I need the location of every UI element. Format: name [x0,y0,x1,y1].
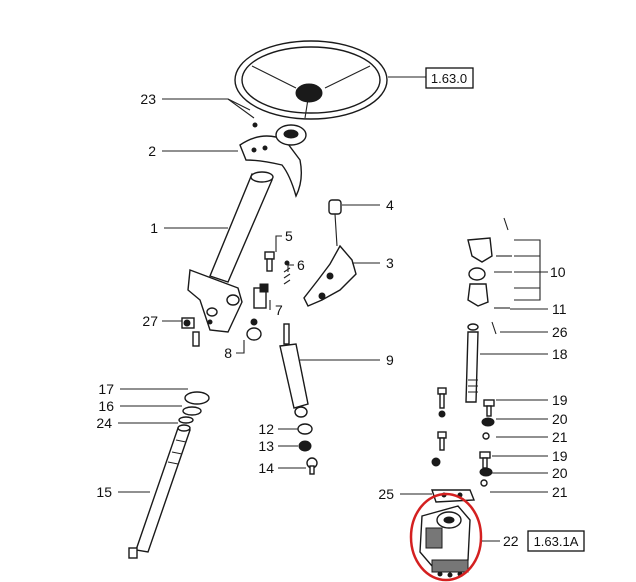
lever-knob-4 [328,199,342,247]
callout-5: 5 [285,228,293,244]
callout-20a: 20 [552,411,568,427]
highlight-circle [409,492,483,582]
leader-lines [118,98,548,495]
callout-4: 4 [386,197,394,213]
callout-19a: 19 [552,392,568,408]
seal-rings [178,391,210,424]
washer-8 [246,318,262,341]
callout-10: 10 [550,264,566,280]
callout-27: 27 [142,313,158,329]
steering-wheel [234,40,388,120]
callout-1: 1 [150,220,158,236]
steering-unit-22 [419,505,471,578]
callout-20b: 20 [552,465,568,481]
callout-23: 23 [140,91,156,107]
spring-6 [283,260,291,285]
callout-17: 17 [98,381,114,397]
ref-label-1-63-0: 1.63.0 [431,71,467,86]
steering-column-tube [187,171,274,333]
ref-box-steering-unit: 1.63.1A [482,530,585,552]
callout-11: 11 [552,301,567,317]
callout-21a: 21 [552,429,568,445]
gas-strut-9 [279,323,309,418]
callout-3: 3 [386,255,394,271]
callout-24: 24 [96,415,112,431]
callout-22: 22 [503,533,519,549]
callout-2: 2 [148,143,156,159]
bolt-27 [181,317,195,329]
lever-bracket-3 [303,244,357,307]
callout-21b: 21 [552,484,568,500]
callout-15: 15 [96,484,112,500]
ref-label-1-63-1a: 1.63.1A [534,534,579,549]
bolt-stack-right [479,399,495,487]
shaft-15 [128,424,191,559]
callout-labels: 23 2 1 27 8 17 16 24 15 5 6 7 4 3 9 12 1… [96,91,567,549]
bolt-5 [264,251,275,272]
bracket-7 [253,283,269,309]
callout-7: 7 [275,302,283,318]
callout-9: 9 [386,352,394,368]
callout-19b: 19 [552,448,568,464]
bolt-27b [192,331,200,347]
bolt-stack-left [431,387,447,467]
callout-13: 13 [258,438,274,454]
callout-16: 16 [98,398,114,414]
callout-8: 8 [224,345,232,361]
upper-shroud [239,122,307,198]
callout-14: 14 [258,460,274,476]
universal-joint [465,217,512,403]
ref-box-steering-wheel: 1.63.0 [388,67,474,89]
callout-26: 26 [552,324,568,340]
nuts-12-13-14 [297,423,318,475]
callout-12: 12 [258,421,274,437]
callout-6: 6 [297,257,305,273]
callout-18: 18 [552,346,568,362]
callout-25: 25 [378,486,394,502]
